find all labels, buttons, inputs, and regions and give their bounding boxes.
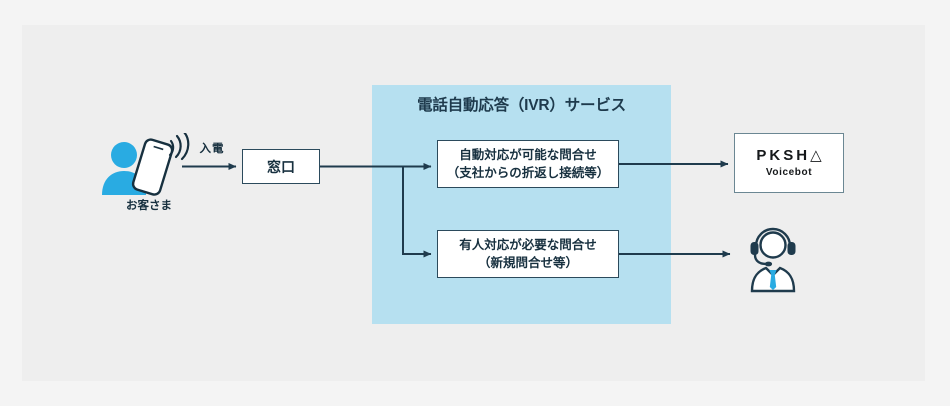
person-with-smartphone-icon	[102, 133, 190, 196]
reception-box-label: 窓口	[267, 158, 295, 175]
auto-response-line1: 自動対応が可能な問合せ	[459, 147, 597, 162]
human-response-line2: （新規問合せ等）	[477, 256, 578, 270]
reception-box: 窓口	[242, 149, 320, 184]
pksha-product-name: Voicebot	[765, 167, 813, 178]
arrow-split-to-human-box	[402, 166, 432, 258]
ivr-service-panel	[372, 85, 671, 324]
pksha-voicebot-box: PKSH△ Voicebot	[734, 133, 844, 193]
operator-headset-icon	[750, 227, 796, 293]
connector-lines	[182, 160, 731, 258]
diagram-canvas: 電話自動応答（IVR）サービス	[22, 25, 925, 381]
ivr-service-title: 電話自動応答（IVR）サービス	[417, 97, 626, 114]
human-response-box: 有人対応が必要な問合せ （新規問合せ等）	[437, 230, 619, 278]
auto-response-box: 自動対応が可能な問合せ （支社からの折返し接続等）	[437, 140, 619, 188]
incoming-call-label: 入電	[199, 143, 225, 155]
customer-label: お客さま	[126, 200, 172, 212]
human-response-line1: 有人対応が必要な問合せ	[459, 237, 597, 252]
pksha-wordmark: PKSH△	[756, 147, 825, 164]
auto-response-line2: （支社からの折返し接続等）	[446, 166, 610, 180]
